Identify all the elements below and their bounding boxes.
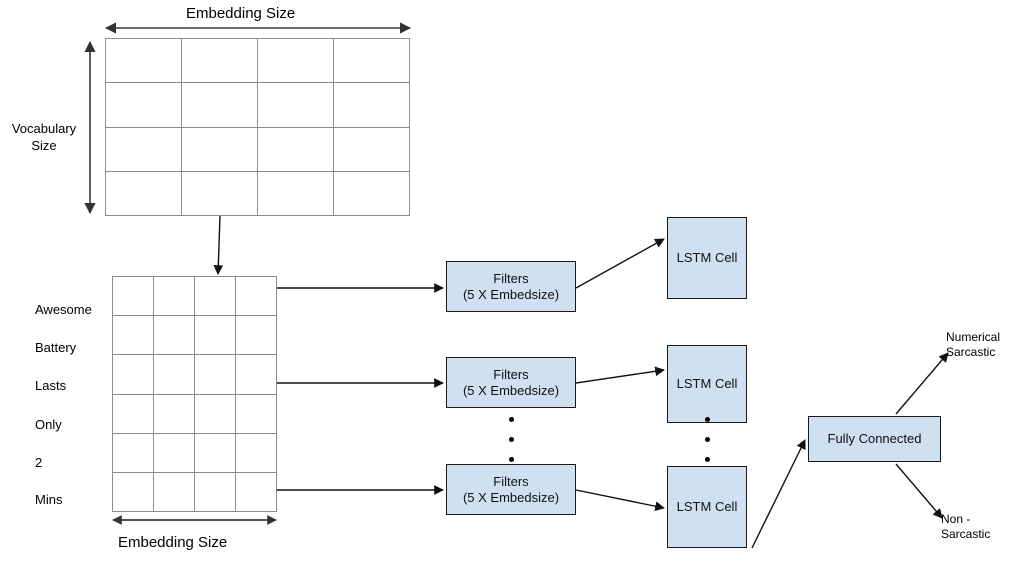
output-numerical-sarcastic-label: Numerical Sarcastic — [946, 330, 1001, 359]
matrix-cell — [154, 433, 195, 473]
ellipsis-dot — [704, 457, 710, 462]
matrix-cell — [334, 83, 410, 128]
arrow-filter-3-to-lstm-3 — [575, 489, 665, 512]
matrix-cell — [258, 39, 334, 84]
lstm-cell-3[interactable]: LSTM Cell — [667, 466, 747, 548]
fully-connected-box[interactable]: Fully Connected — [808, 416, 941, 462]
matrix-cell — [236, 394, 277, 434]
sentence-embedding-matrix — [112, 276, 277, 512]
matrix-cell — [236, 433, 277, 473]
arrow-fc-to-non-sarcastic — [895, 463, 943, 519]
matrix-cell — [258, 171, 334, 216]
matrix-cell — [236, 472, 277, 512]
matrix-cell — [236, 355, 277, 395]
lstm-cell-1[interactable]: LSTM Cell — [667, 217, 747, 299]
token-label-awesome: Awesome — [35, 302, 92, 317]
matrix-cell — [106, 39, 182, 84]
matrix-cell — [195, 472, 236, 512]
matrix-cell — [113, 316, 154, 356]
matrix-cell — [154, 472, 195, 512]
token-label-2: 2 — [35, 455, 43, 470]
matrix-cell — [195, 433, 236, 473]
matrix-cell — [182, 127, 258, 172]
lookup-arrow — [213, 215, 224, 275]
matrix-cell — [113, 394, 154, 434]
arrow-filter-2-to-lstm-2 — [575, 366, 665, 384]
ellipsis-dot — [508, 437, 514, 442]
filters-box-3-line2: (5 X Embedsize) — [462, 489, 560, 505]
filters-box-1-line2: (5 X Embedsize) — [462, 286, 560, 302]
filters-box-2[interactable]: Filters (5 X Embedsize) — [446, 357, 576, 408]
filters-column-ellipsis-icon — [508, 417, 514, 462]
matrix-cell — [334, 171, 410, 216]
matrix-cell — [106, 171, 182, 216]
token-label-mins: Mins — [35, 492, 63, 507]
filters-box-3-line1: Filters — [493, 473, 529, 489]
ellipsis-dot — [704, 417, 710, 422]
matrix-cell — [113, 355, 154, 395]
matrix-cell — [106, 127, 182, 172]
filters-box-3[interactable]: Filters (5 X Embedsize) — [446, 464, 576, 515]
matrix-cell — [195, 394, 236, 434]
matrix-cell — [236, 277, 277, 317]
matrix-cell — [258, 127, 334, 172]
matrix-cell — [334, 39, 410, 84]
ellipsis-dot — [508, 417, 514, 422]
matrix-cell — [154, 316, 195, 356]
matrix-cell — [182, 171, 258, 216]
matrix-cell — [106, 83, 182, 128]
lstm-cell-1-label: LSTM Cell — [676, 250, 738, 265]
arrow-filter-1-to-lstm-1 — [575, 238, 665, 289]
matrix-cell — [195, 277, 236, 317]
matrix-cell — [334, 127, 410, 172]
matrix-cell — [154, 277, 195, 317]
vocabulary-size-label: Vocabulary Size — [11, 121, 77, 153]
embedding-size-top-label: Embedding Size — [186, 5, 296, 22]
filters-box-1[interactable]: Filters (5 X Embedsize) — [446, 261, 576, 312]
lstm-cell-2-label: LSTM Cell — [676, 376, 738, 391]
filters-box-1-line1: Filters — [493, 270, 529, 286]
ellipsis-dot — [508, 457, 514, 462]
lstm-cell-2[interactable]: LSTM Cell — [667, 345, 747, 423]
matrix-cell — [113, 472, 154, 512]
matrix-cell — [182, 39, 258, 84]
filters-box-2-line1: Filters — [493, 366, 529, 382]
filters-box-2-line2: (5 X Embedsize) — [462, 382, 560, 398]
arrow-fc-to-numerical-sarcastic — [895, 352, 949, 415]
ellipsis-dot — [704, 437, 710, 442]
lstm-column-ellipsis-icon — [704, 417, 710, 462]
matrix-cell — [154, 355, 195, 395]
matrix-cell — [113, 433, 154, 473]
matrix-cell — [258, 83, 334, 128]
lstm-cell-3-label: LSTM Cell — [676, 499, 738, 514]
token-label-battery: Battery — [35, 340, 77, 355]
matrix-cell — [182, 83, 258, 128]
embedding-lookup-table — [105, 38, 410, 216]
matrix-cell — [195, 316, 236, 356]
token-label-lasts: Lasts — [35, 378, 67, 393]
token-label-only: Only — [35, 417, 62, 432]
matrix-cell — [154, 394, 195, 434]
embedding-size-bottom-label: Embedding Size — [118, 534, 228, 551]
matrix-cell — [113, 277, 154, 317]
matrix-cell — [195, 355, 236, 395]
fully-connected-label: Fully Connected — [827, 431, 922, 446]
matrix-cell — [236, 316, 277, 356]
arrow-lstm-to-fully-connected — [751, 439, 806, 549]
output-non-sarcastic-label: Non - Sarcastic — [941, 512, 991, 541]
